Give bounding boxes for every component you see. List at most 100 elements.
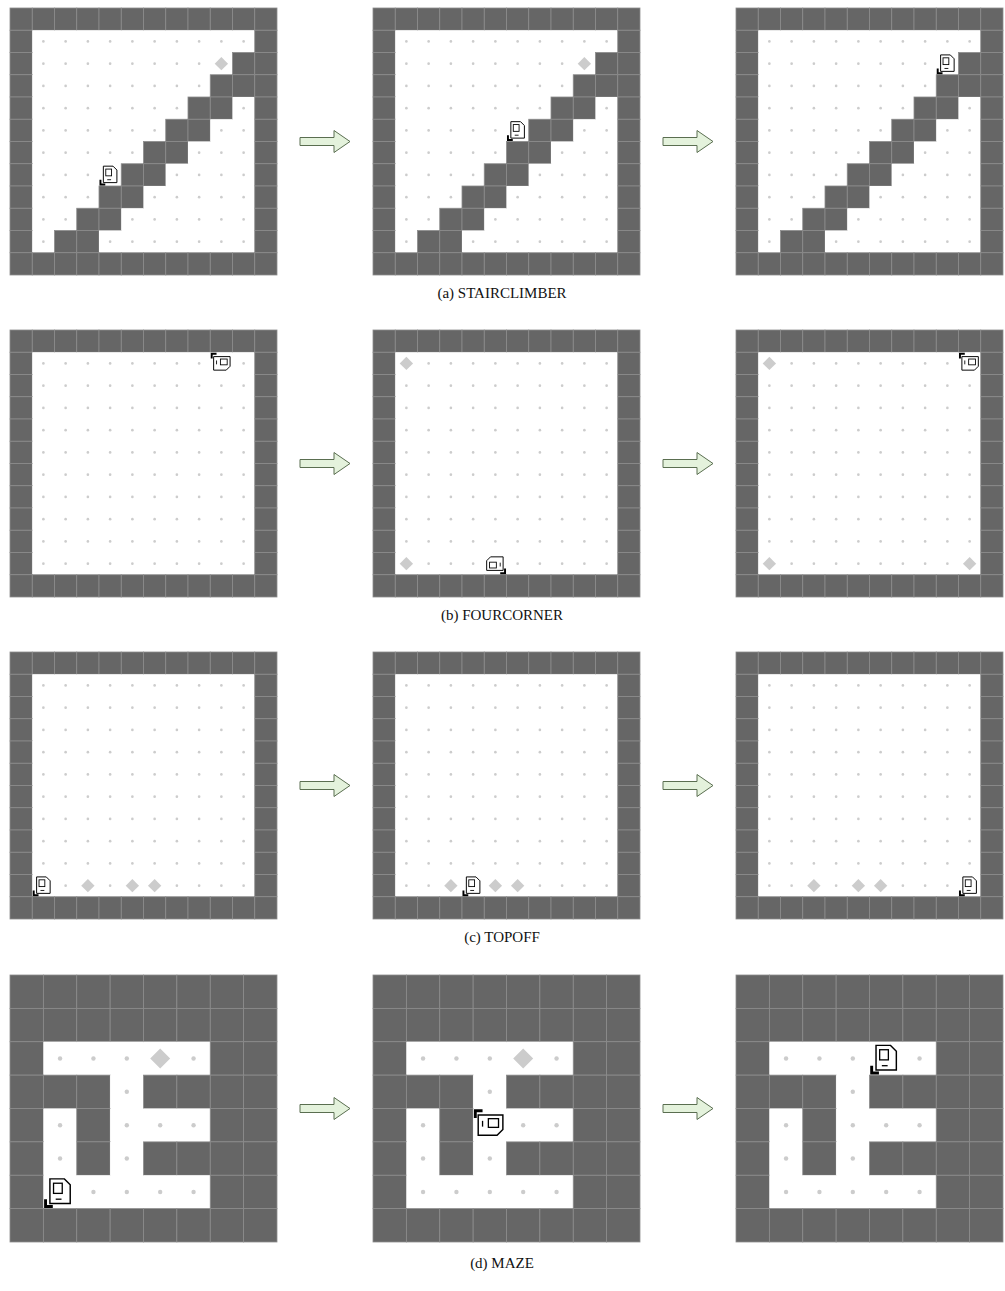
floor-cell: [462, 164, 484, 186]
wall-cell: [484, 330, 506, 352]
floor-cell: [892, 30, 914, 52]
robot-icon: [212, 354, 230, 370]
wall-cell: [847, 8, 869, 30]
floor-cell: [870, 231, 892, 253]
floor-cell: [121, 208, 143, 230]
floor-cell: [803, 486, 825, 508]
floor-cell: [936, 553, 958, 575]
floor-dot: [42, 862, 45, 865]
floor-dot: [813, 384, 816, 387]
wall-cell: [373, 830, 395, 852]
floor-dot: [516, 451, 519, 454]
wall-cell: [618, 530, 640, 552]
floor-dot: [64, 429, 67, 432]
floor-dot: [583, 729, 586, 732]
floor-dot: [813, 729, 816, 732]
floor-cell: [418, 508, 440, 530]
floor-dot: [242, 407, 245, 410]
floor-cell: [32, 830, 54, 852]
floor-dot: [494, 496, 497, 499]
floor-dot: [242, 496, 245, 499]
wall-cell: [10, 253, 32, 275]
floor-cell: [551, 553, 573, 575]
floor-cell: [758, 142, 780, 164]
floor-cell: [55, 375, 77, 397]
floor-cell: [462, 441, 484, 463]
floor-dot: [450, 40, 453, 43]
floor-cell: [870, 486, 892, 508]
floor-dot: [605, 407, 608, 410]
wall-cell: [10, 97, 32, 119]
floor-dot: [561, 706, 564, 709]
floor-dot: [87, 751, 90, 754]
floor-dot: [924, 384, 927, 387]
floor-cell: [825, 164, 847, 186]
wall-cell: [440, 208, 462, 230]
floor-dot: [516, 684, 519, 687]
floor-dot: [472, 562, 475, 565]
floor-dot: [857, 706, 860, 709]
floor-cell: [781, 142, 803, 164]
floor-dot: [153, 384, 156, 387]
floor-cell: [166, 30, 188, 52]
floor-cell: [936, 486, 958, 508]
floor-dot: [813, 518, 816, 521]
floor-cell: [188, 142, 210, 164]
wall-cell: [914, 253, 936, 275]
floor-cell: [77, 142, 99, 164]
floor-cell: [507, 719, 529, 741]
floor-cell: [77, 186, 99, 208]
wall-cell: [981, 30, 1003, 52]
floor-dot: [924, 562, 927, 565]
wall-cell: [462, 8, 484, 30]
floor-dot: [64, 562, 67, 565]
floor-dot: [879, 451, 882, 454]
wall-cell: [255, 763, 277, 785]
floor-dot: [427, 496, 430, 499]
floor-dot: [131, 218, 134, 221]
floor-cell: [55, 30, 77, 52]
floor-cell: [892, 464, 914, 486]
floor-dot: [813, 85, 816, 88]
floor-cell: [166, 464, 188, 486]
wall-cell: [210, 897, 232, 919]
wall-cell: [99, 897, 121, 919]
floor-cell: [166, 508, 188, 530]
wall-cell: [10, 142, 32, 164]
wall-cell: [736, 652, 758, 674]
floor-cell: [870, 508, 892, 530]
floor-dot: [902, 407, 905, 410]
floor-dot: [494, 862, 497, 865]
wall-cell: [32, 8, 54, 30]
floor-cell: [32, 119, 54, 141]
floor-dot: [131, 129, 134, 132]
wall-cell: [373, 741, 395, 763]
floor-cell: [596, 852, 618, 874]
wall-cell: [803, 330, 825, 352]
floor-dot: [768, 384, 771, 387]
floor-cell: [914, 464, 936, 486]
floor-dot: [902, 684, 905, 687]
floor-dot: [427, 773, 430, 776]
floor-dot: [924, 706, 927, 709]
floor-dot: [87, 706, 90, 709]
floor-cell: [892, 530, 914, 552]
floor-cell: [32, 875, 54, 897]
floor-cell: [418, 119, 440, 141]
floor-cell: [462, 741, 484, 763]
floor-dot: [472, 729, 475, 732]
wall-cell: [551, 8, 573, 30]
floor-cell: [121, 508, 143, 530]
floor-cell: [484, 97, 506, 119]
wall-cell: [803, 575, 825, 597]
floor-cell: [781, 530, 803, 552]
floor-dot: [968, 684, 971, 687]
wall-cell: [803, 652, 825, 674]
floor-cell: [144, 830, 166, 852]
floor-dot: [198, 62, 201, 65]
floor-cell: [507, 53, 529, 75]
marker-diamond: [148, 879, 161, 892]
floor-cell: [99, 741, 121, 763]
floor-dot: [472, 751, 475, 754]
wall-cell: [959, 75, 981, 97]
